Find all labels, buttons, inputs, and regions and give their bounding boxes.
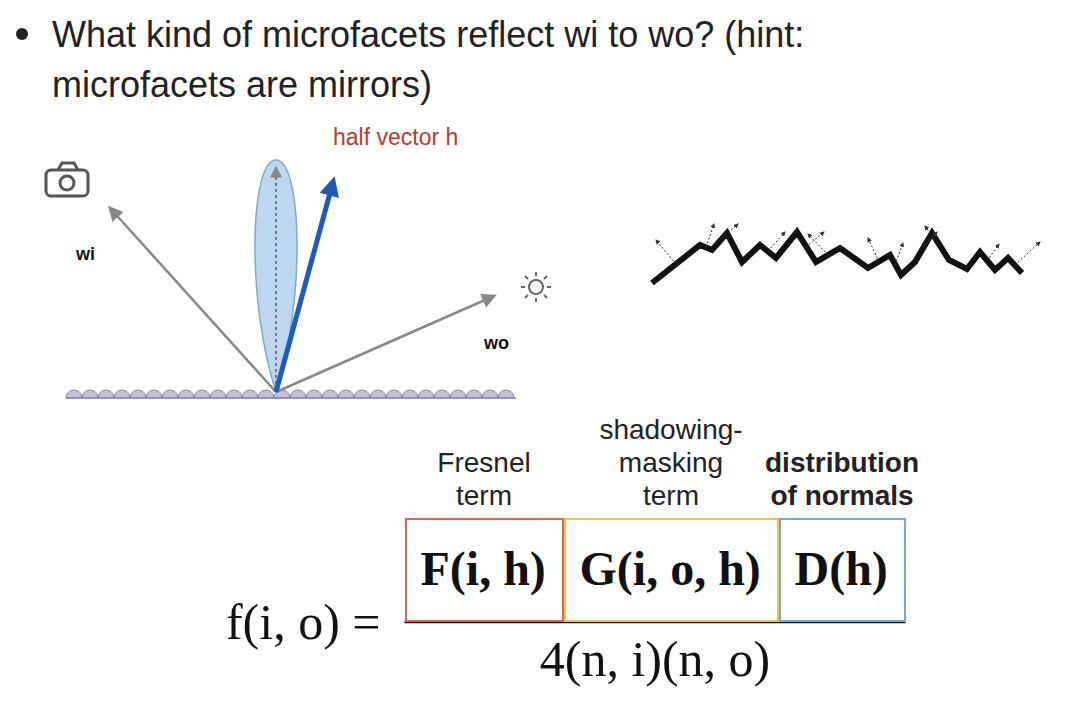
bullet-title: What kind of microfacets reflect wi to w…: [52, 10, 812, 110]
ground-bump: [482, 390, 498, 398]
ground-bump: [370, 390, 386, 398]
wo-arrow: [276, 296, 494, 392]
ground-bump: [178, 390, 194, 398]
ground-bump: [402, 390, 418, 398]
ground-bump: [66, 390, 82, 398]
wi-arrow: [110, 208, 276, 392]
normal-arrow: [925, 226, 940, 247]
ground-bump: [242, 390, 258, 398]
term-formula: G(i, o, h): [566, 520, 777, 618]
normal-arrow: [987, 244, 999, 261]
ground-bump: [114, 390, 130, 398]
formula-term-box: Fresnel termF(i, h): [405, 518, 564, 622]
formula-denominator: 4(n, i)(n, o): [540, 630, 771, 688]
ground-bump: [210, 390, 226, 398]
half-vector-arrow: [276, 182, 333, 392]
ground-bump: [130, 390, 146, 398]
ground-bump: [498, 390, 514, 398]
normal-arrow: [656, 240, 676, 264]
ground-bump: [418, 390, 434, 398]
microfacet-zigzag: [652, 232, 1022, 283]
ground-bump: [450, 390, 466, 398]
microfacet-normals: [656, 224, 1040, 265]
wi-label: wi: [76, 244, 95, 265]
half-vector-label: half vector h: [333, 124, 458, 151]
term-heading: Fresnel term: [437, 446, 530, 512]
normal-arrow: [275, 168, 277, 390]
ground-bump: [354, 390, 370, 398]
ground-bump: [466, 390, 482, 398]
reflection-lobe: [255, 160, 297, 392]
ground-bump: [434, 390, 450, 398]
normal-arrow: [706, 224, 714, 247]
term-formula: D(h): [781, 520, 904, 618]
ground-bump: [290, 390, 306, 398]
ground-bump: [162, 390, 178, 398]
sun-icon: [521, 272, 551, 302]
microsurface-ground: [66, 390, 516, 398]
normal-arrow: [719, 224, 738, 241]
ground-bump: [338, 390, 354, 398]
bullet-dot: [16, 28, 28, 40]
ground-bump: [386, 390, 402, 398]
ground-bump: [258, 390, 274, 398]
ground-bump: [146, 390, 162, 398]
normal-arrow: [768, 232, 785, 251]
normal-arrow: [868, 238, 879, 262]
wo-label: wo: [484, 333, 509, 354]
formula-lhs: f(i, o) =: [226, 593, 381, 651]
formula-term-box: shadowing- masking termG(i, o, h): [564, 518, 779, 622]
ground-bump: [226, 390, 242, 398]
term-heading: distribution of normals: [765, 446, 919, 512]
ground-bump: [322, 390, 338, 398]
formula-term-box: distribution of normalsD(h): [779, 518, 906, 622]
ground-line: [66, 397, 516, 399]
normal-arrow: [1015, 242, 1040, 265]
ground-bump: [98, 390, 114, 398]
term-heading: shadowing- masking term: [599, 413, 742, 512]
normal-arrow: [895, 243, 903, 265]
ground-bump: [194, 390, 210, 398]
normal-arrow: [808, 234, 828, 255]
camera-icon: [46, 163, 88, 196]
ground-bump: [82, 390, 98, 398]
ground-bump: [306, 390, 322, 398]
term-formula: F(i, h): [407, 520, 562, 618]
